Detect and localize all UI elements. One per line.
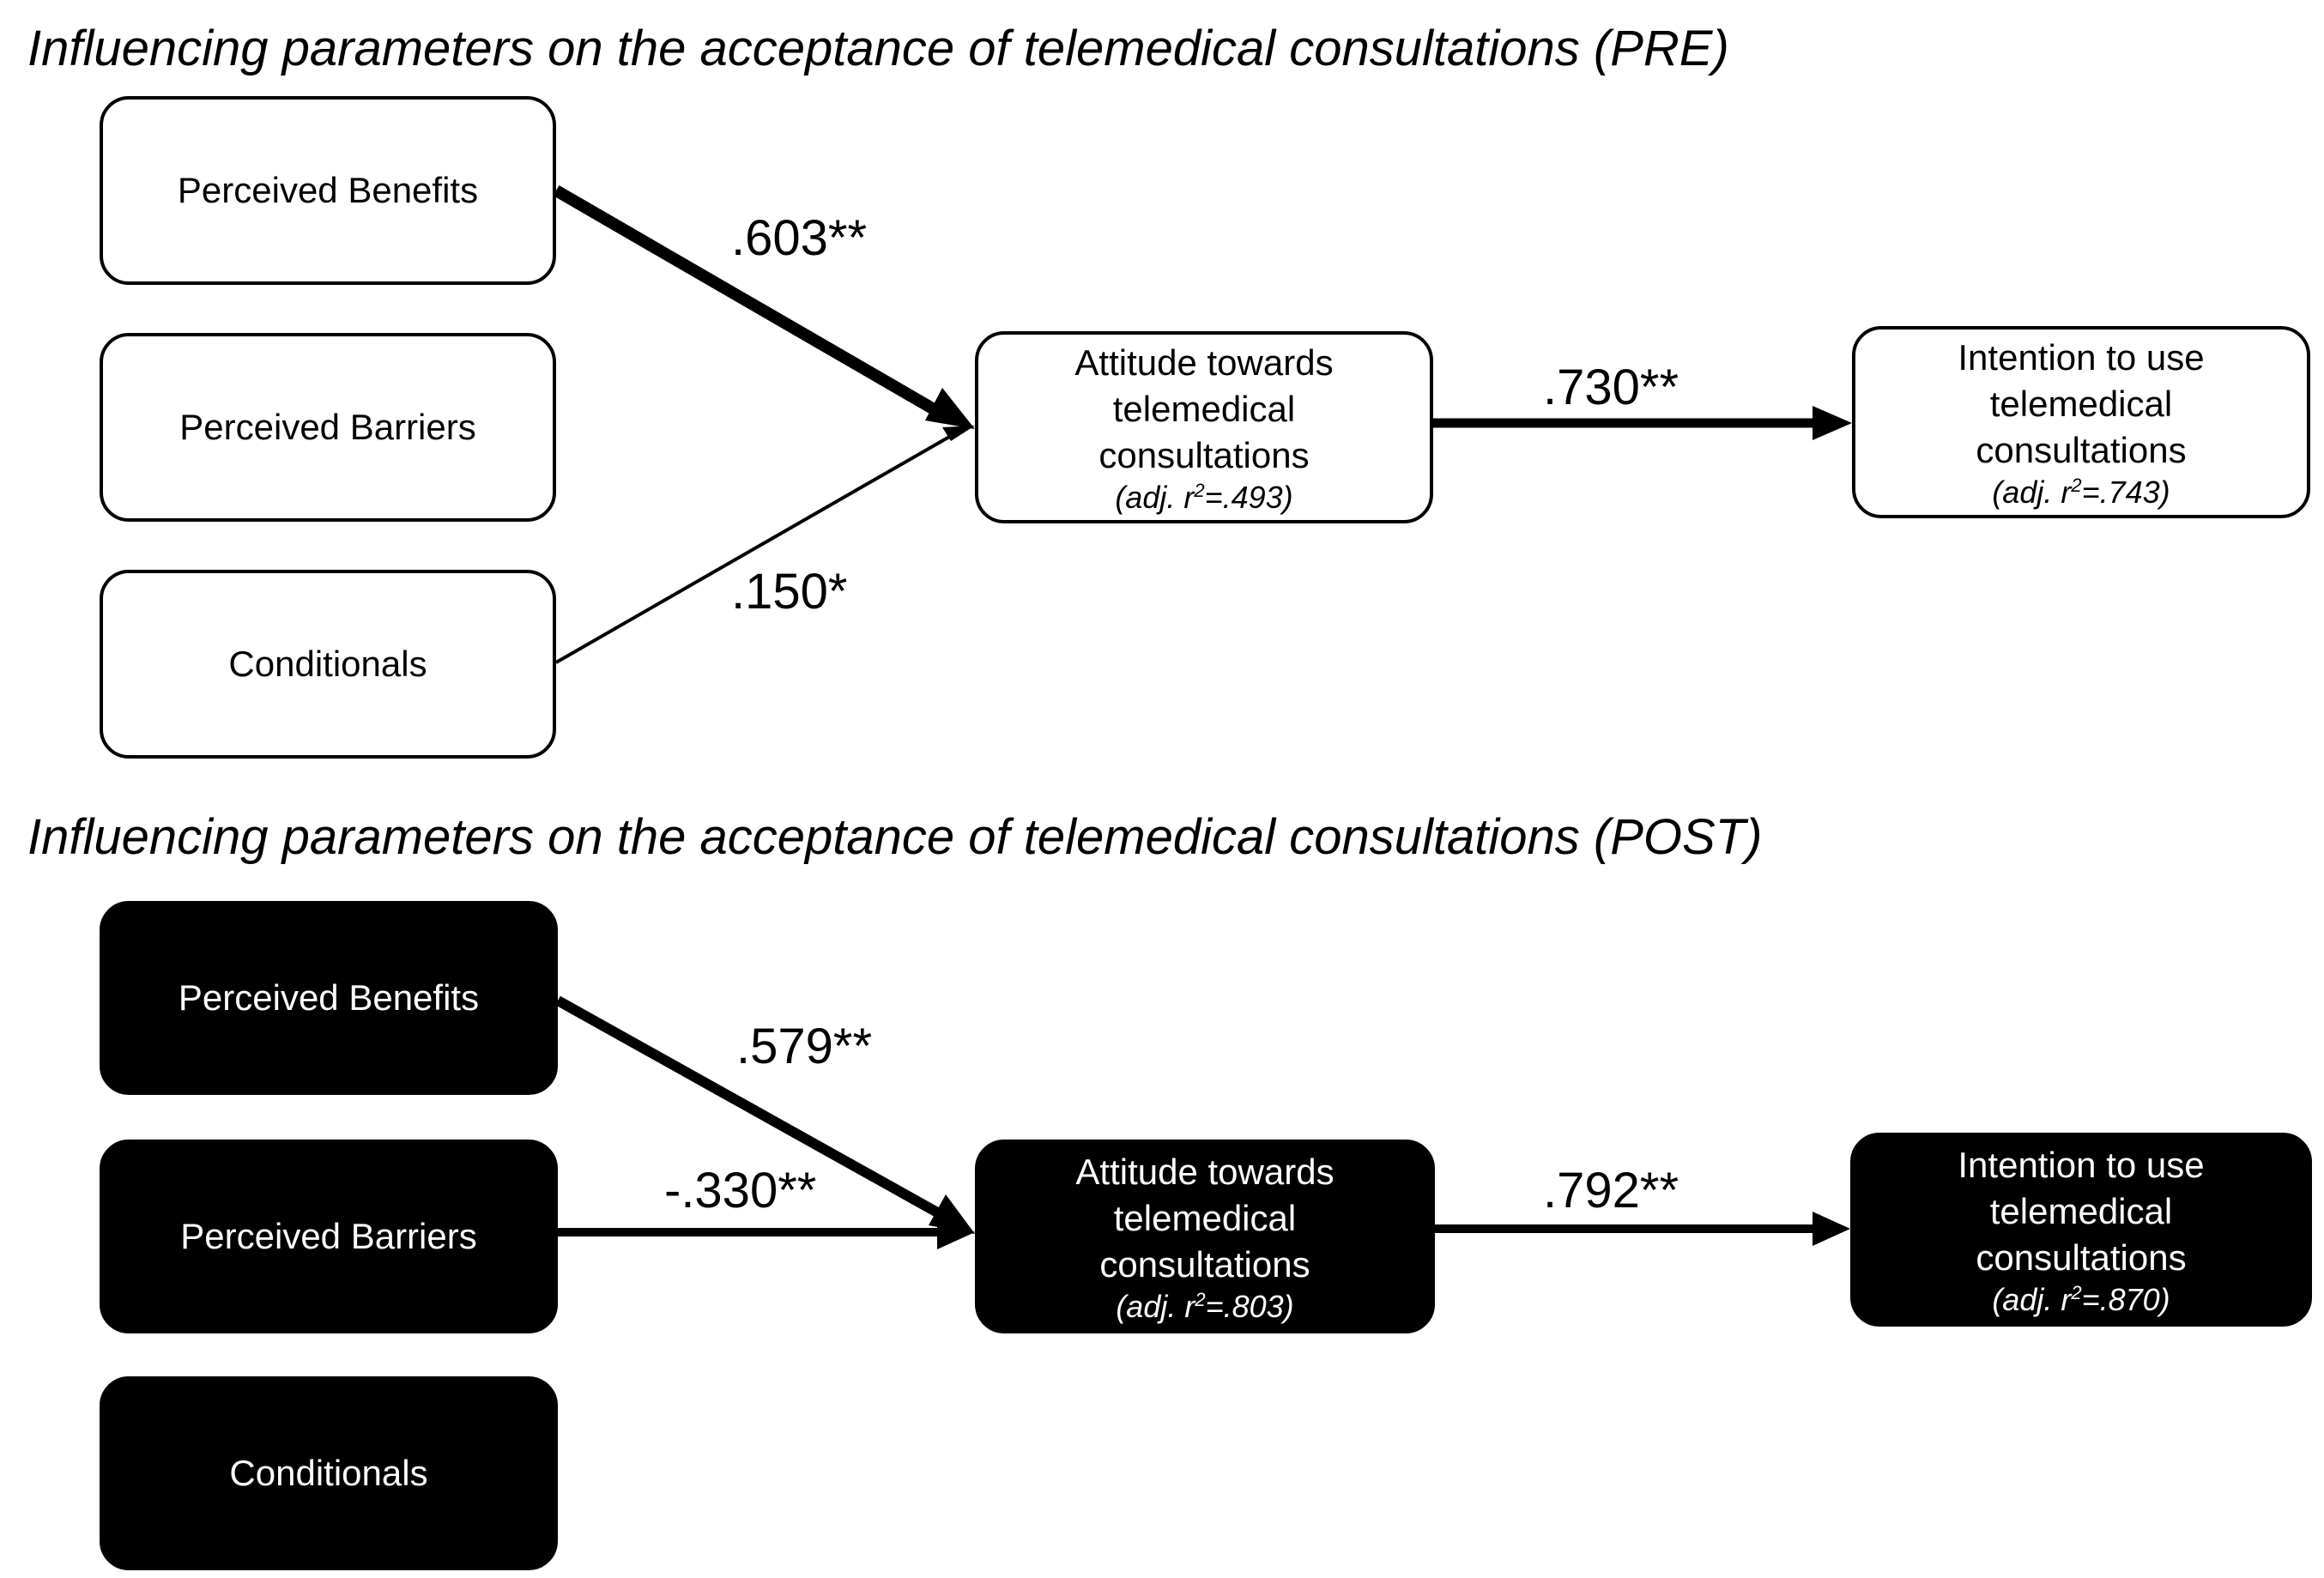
pre-diagram-title: Influencing parameters on the acceptance… <box>27 21 1729 76</box>
pre-perceived-barriers-node: Perceived Barriers <box>100 333 556 522</box>
post-attitude-intention-coefficient: .792** <box>1543 1163 1679 1218</box>
pre-perceived-benefits-label: Perceived Benefits <box>177 170 479 210</box>
pre-intention-label-line-1: Intention to use <box>1958 337 2205 378</box>
post-conditionals-node: Conditionals <box>100 1376 558 1570</box>
pre-conditionals-node: Conditionals <box>100 570 556 759</box>
post-attitude-r2: (adj. r2=.803) <box>1116 1289 1294 1324</box>
pre-conditionals-attitude-coefficient: .150* <box>731 564 848 620</box>
pre-intention-label-line-2: telemedical <box>1989 384 2173 424</box>
pre-intention-node: Intention to use telemedical consultatio… <box>1852 326 2310 518</box>
pre-attitude-label-line-3: consultations <box>1098 435 1310 475</box>
post-benefits-attitude-coefficient: .579** <box>736 1019 873 1074</box>
post-intention-label-line-2: telemedical <box>1989 1191 2173 1231</box>
post-attitude-label-line-2: telemedical <box>1113 1198 1297 1238</box>
post-intention-label-line-3: consultations <box>1976 1237 2187 1278</box>
pre-benefits-attitude-coefficient: .603** <box>731 210 868 266</box>
post-perceived-barriers-label: Perceived Barriers <box>180 1216 477 1256</box>
pre-intention-label-line-3: consultations <box>1976 430 2187 470</box>
pre-attitude-node: Attitude towards telemedical consultatio… <box>975 331 1433 523</box>
post-perceived-benefits-label: Perceived Benefits <box>178 977 480 1018</box>
post-barriers-attitude-coefficient: -.330** <box>664 1163 817 1218</box>
pre-perceived-benefits-node: Perceived Benefits <box>100 96 556 285</box>
pre-attitude-label-line-1: Attitude towards <box>1074 342 1334 383</box>
pre-conditionals-attitude-arrow <box>555 426 975 664</box>
pre-attitude-r2: (adj. r2=.493) <box>1115 480 1293 515</box>
pre-conditionals-label: Conditionals <box>228 644 427 684</box>
post-perceived-barriers-node: Perceived Barriers <box>100 1140 558 1333</box>
post-intention-node: Intention to use telemedical consultatio… <box>1850 1133 2312 1327</box>
post-attitude-label-line-3: consultations <box>1099 1244 1310 1285</box>
pre-attitude-intention-coefficient: .730** <box>1543 360 1679 415</box>
pre-attitude-label-line-2: telemedical <box>1112 389 1296 429</box>
pre-intention-r2: (adj. r2=.743) <box>1992 475 2170 510</box>
post-attitude-node: Attitude towards telemedical consultatio… <box>975 1140 1435 1333</box>
post-intention-r2: (adj. r2=.870) <box>1992 1282 2170 1317</box>
post-intention-label-line-1: Intention to use <box>1958 1145 2205 1185</box>
post-attitude-label-line-1: Attitude towards <box>1075 1152 1334 1192</box>
pre-perceived-barriers-label: Perceived Barriers <box>179 407 476 447</box>
post-conditionals-label: Conditionals <box>229 1453 428 1493</box>
post-perceived-benefits-node: Perceived Benefits <box>100 901 558 1095</box>
post-barriers-attitude-arrow <box>558 1215 975 1249</box>
post-diagram-title: Influencing parameters on the acceptance… <box>27 809 1763 865</box>
